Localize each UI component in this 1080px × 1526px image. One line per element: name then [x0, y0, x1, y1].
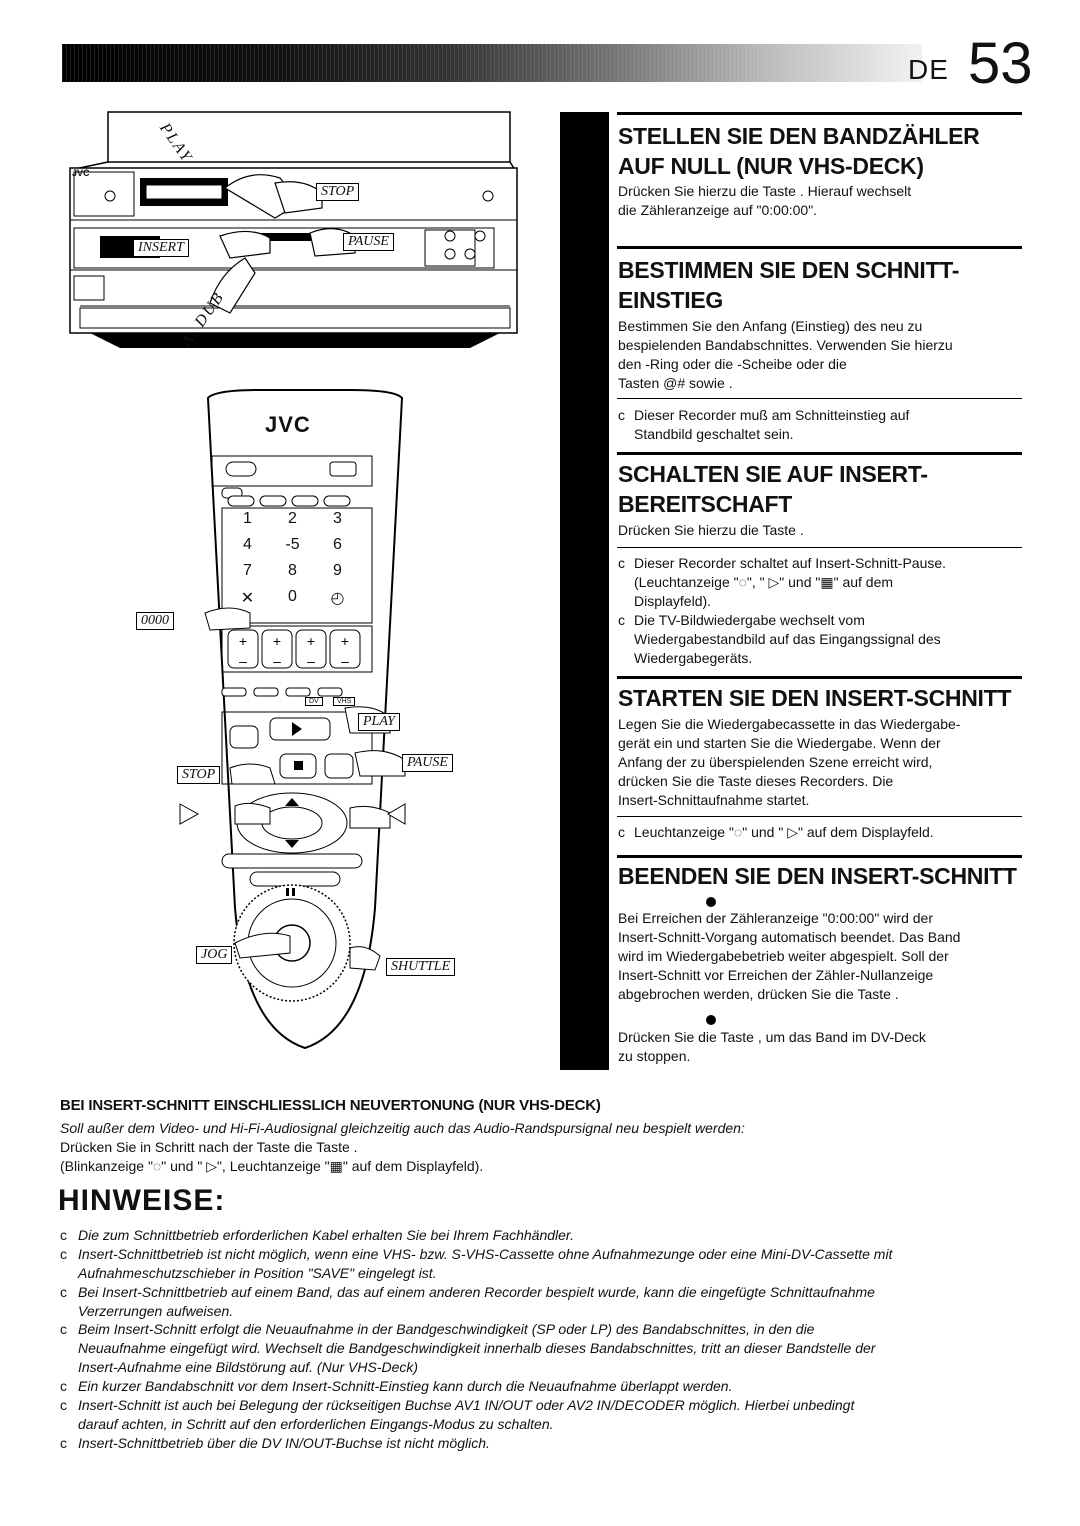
remote-key: ◴: [330, 590, 345, 607]
section-rule: [617, 112, 1022, 115]
bei-line: (Blinkanzeige "◌" und " ▷", Leuchtanzeig…: [60, 1158, 484, 1174]
section-5-body: Bei Erreichen der Zähleranzeige "0:00:00…: [618, 910, 961, 1002]
note-rule: [617, 547, 1022, 548]
section-4-note: c Leuchtanzeige "◌" und " ▷" auf dem Dis…: [618, 824, 934, 840]
section-5-title: BEENDEN SIE DEN INSERT-SCHNITT: [618, 863, 1017, 889]
vcr-deck-illustration: [69, 111, 518, 348]
remote-stop-label: STOP: [177, 766, 221, 784]
remote-key: 8: [288, 562, 297, 579]
bei-line: Soll außer dem Video- und Hi-Fi-Audiosig…: [60, 1120, 745, 1136]
section-4-title: STARTEN SIE DEN INSERT-SCHNITT: [618, 685, 1012, 711]
deck-brand-logo: JVC: [72, 168, 90, 178]
remote-key: 7: [243, 562, 252, 579]
bei-title: BEI INSERT-SCHNITT EINSCHLIESSLICH NEUVE…: [60, 1097, 601, 1114]
deck-pause-label: PAUSE: [343, 233, 394, 251]
remote-key: -5: [285, 536, 300, 553]
page-number: 53: [968, 31, 1033, 96]
section-rule: [617, 452, 1022, 455]
remote-counter-label: 0000: [136, 612, 174, 630]
svg-text:–: –: [239, 653, 247, 669]
section-3-title: SCHALTEN SIE AUF INSERT-BEREITSCHAFT: [618, 461, 928, 517]
header-gradient-bar: [62, 44, 922, 82]
bei-line: Drücken Sie in Schritt nach der Taste di…: [60, 1139, 358, 1155]
svg-text:–: –: [273, 653, 281, 669]
remote-jog-label: JOG: [196, 946, 233, 964]
section-3-note-1: c Dieser Recorder schaltet auf Insert-Sc…: [618, 555, 947, 609]
section-rule: [617, 246, 1022, 249]
remote-key: 2: [288, 510, 297, 527]
section-4-body: Legen Sie die Wiedergabecassette in das …: [618, 716, 961, 808]
remote-key: 4: [243, 536, 252, 553]
remote-control-illustration: + + + + – – – –: [179, 389, 406, 1050]
remote-key: ✕: [240, 590, 255, 607]
section-rule: [617, 676, 1022, 679]
svg-text:+: +: [239, 633, 247, 649]
page-language: DE: [908, 54, 949, 85]
section-3-body: Drücken Sie hierzu die Taste .: [618, 522, 804, 538]
remote-keypad: 1 2 3 4 -5 6 7 8 9 ✕ 0 ◴: [225, 510, 360, 608]
remote-pause-label: PAUSE: [402, 754, 453, 772]
hinweise-title: HINWEISE:: [58, 1184, 226, 1217]
svg-text:–: –: [341, 653, 349, 669]
section-rule: [617, 855, 1022, 858]
note-rule: [617, 398, 1022, 399]
section-1-body: Drücken Sie hierzu die Taste . Hierauf w…: [618, 183, 912, 218]
remote-key: 9: [333, 562, 342, 579]
remote-play-label: PLAY: [358, 713, 400, 731]
remote-key: 1: [243, 510, 252, 527]
section-2-title: BESTIMMEN SIE DEN SCHNITT-EINSTIEG: [618, 257, 960, 313]
section-2-note: c Dieser Recorder muß am Schnitteinstieg…: [618, 407, 910, 442]
section-2-body: Bestimmen Sie den Anfang (Einstieg) des …: [618, 318, 953, 391]
svg-text:+: +: [341, 633, 349, 649]
bullet-icon: [706, 897, 716, 907]
svg-text:+: +: [273, 633, 281, 649]
step-number-bar: [560, 112, 609, 1070]
remote-shuttle-label: SHUTTLE: [386, 958, 456, 976]
remote-key: 3: [333, 510, 342, 527]
header-stripes: [62, 44, 922, 82]
section-5-body-2: Drücken Sie die Taste , um das Band im D…: [618, 1029, 926, 1064]
remote-dv-label: DV: [305, 697, 323, 706]
remote-brand-logo: JVC: [265, 412, 311, 437]
deck-insert-label: INSERT: [133, 239, 189, 257]
note-rule: [617, 816, 1022, 817]
bullet-icon: [706, 1015, 716, 1025]
remote-vhs-label: VHS: [333, 697, 356, 706]
svg-text:–: –: [307, 653, 315, 669]
svg-text:+: +: [307, 633, 315, 649]
remote-key: 6: [333, 536, 342, 553]
remote-key: 0: [288, 588, 297, 605]
deck-stop-label: STOP: [316, 183, 360, 201]
